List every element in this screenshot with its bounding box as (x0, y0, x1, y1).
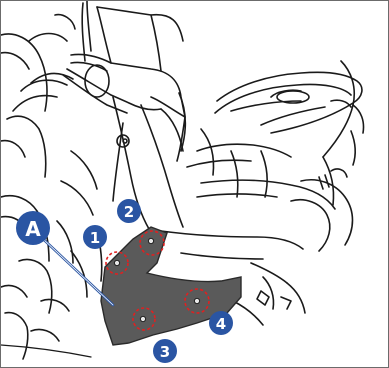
callout-a-label: A (25, 217, 41, 241)
bolt-hole-2 (148, 238, 153, 243)
bolt-hole-3 (140, 316, 145, 321)
callout-4: 4 (209, 311, 233, 335)
callout-1-label: 1 (90, 229, 100, 247)
callout-2: 2 (117, 199, 141, 223)
callout-3-label: 3 (160, 343, 170, 361)
callout-2-label: 2 (124, 203, 134, 221)
callout-1: 1 (83, 225, 107, 249)
callout-a: A (16, 211, 50, 245)
bolt-hole-1 (114, 260, 119, 265)
callout-3: 3 (153, 339, 177, 363)
callout-4-label: 4 (216, 315, 226, 333)
bolt-hole-4 (194, 298, 199, 303)
